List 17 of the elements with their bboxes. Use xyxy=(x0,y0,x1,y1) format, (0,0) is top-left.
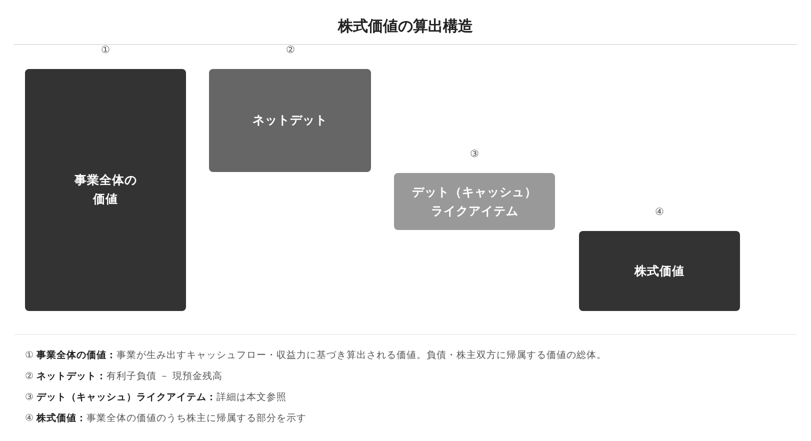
note-text: ③ デット（キャッシュ）ライクアイテム：詳細は本文参照 xyxy=(25,391,287,404)
note-text: ① 事業全体の価値：事業が生み出すキャッシュフロー・収益力に基づき算出される価値。負債・株主双方に帰属する価値の総体。 xyxy=(25,349,607,362)
bar-label: ネットデット xyxy=(252,112,328,129)
step-number: ① xyxy=(101,45,110,57)
step-number: ② xyxy=(286,45,295,57)
bar-label: デット（キャッシュ）ライクアイテム xyxy=(411,184,538,220)
waterfall-bar xyxy=(579,231,740,311)
waterfall-bar xyxy=(25,69,186,311)
step-number: ③ xyxy=(470,149,479,161)
waterfall-bar xyxy=(209,69,371,172)
chart-title: 株式価値の算出構造 xyxy=(338,17,473,36)
bar-label: 株式価値 xyxy=(634,262,684,280)
note-text: ④ 株式価値：事業全体の価値のうち株主に帰属する部分を示す xyxy=(25,412,307,425)
note-text: ② ネットデット：有利子負債 － 現預金残高 xyxy=(25,370,223,383)
bar-label: 事業全体の価値 xyxy=(73,172,138,208)
waterfall-bar xyxy=(394,173,555,230)
step-number: ④ xyxy=(655,207,664,219)
